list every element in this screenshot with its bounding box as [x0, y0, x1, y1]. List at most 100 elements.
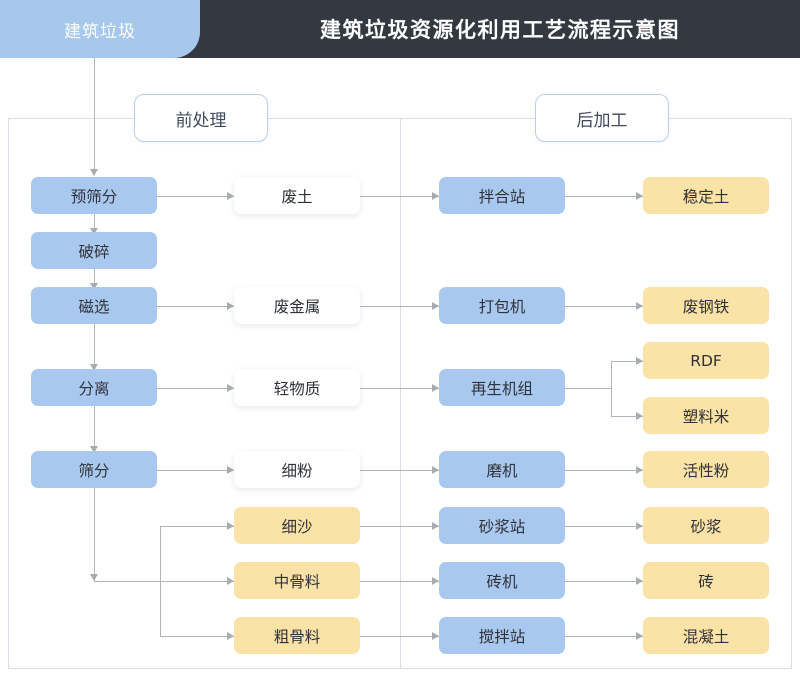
connector-bracket-to-rdf — [611, 361, 643, 362]
connector-screen-aggregate-arrow — [90, 574, 98, 581]
node-fine-sand-label: 细沙 — [281, 517, 313, 536]
node-concrete[interactable]: 混凝土 — [643, 617, 769, 654]
connector-bracket-to-coarse-agg — [160, 636, 234, 637]
arrow-light-mat — [227, 384, 234, 392]
node-light-material[interactable]: 轻物质 — [234, 369, 360, 406]
connector-magnetic-wastemetal — [157, 306, 234, 307]
node-mortar[interactable]: 砂浆 — [643, 507, 769, 544]
connector-screen-finepowder — [157, 470, 234, 471]
connector-wastesoil-mixingplant — [360, 196, 439, 197]
arrow-waste-soil — [227, 192, 234, 200]
node-magnetic-separation-label: 磁选 — [78, 297, 110, 316]
node-mill[interactable]: 磨机 — [439, 451, 565, 488]
arrow-fine-powder — [227, 466, 234, 474]
node-stabilized-soil[interactable]: 稳定土 — [643, 177, 769, 214]
arrow-stabilized-soil — [636, 192, 643, 200]
arrow-waste-metal — [227, 302, 234, 310]
header-bar: 建筑垃圾 建筑垃圾资源化利用工艺流程示意图 — [0, 0, 800, 58]
connector-prescreen-crush-line — [94, 214, 95, 230]
arrow-concrete — [636, 632, 643, 640]
node-mortar-station-label: 砂浆站 — [478, 517, 526, 536]
node-separation[interactable]: 分离 — [31, 369, 157, 406]
connector-finepowder-mill — [360, 470, 439, 471]
connector-separate-screen-arrow — [90, 446, 98, 453]
connector-magnetic-separate-arrow — [90, 364, 98, 371]
stage-chip-pretreatment: 前处理 — [134, 94, 268, 142]
connector-mixingplant-stabilizedsoil — [565, 196, 643, 197]
page-title: 建筑垃圾资源化利用工艺流程示意图 — [320, 18, 680, 42]
arrow-mixing-plant — [432, 192, 439, 200]
node-waste-metal-label: 废金属 — [273, 297, 321, 316]
node-waste-soil-label: 废土 — [281, 187, 313, 206]
node-crush[interactable]: 破碎 — [31, 232, 157, 269]
stage-chip-postprocessing-label: 后加工 — [576, 110, 628, 131]
node-pre-screen[interactable]: 预筛分 — [31, 177, 157, 214]
arrow-baler — [432, 302, 439, 310]
node-active-powder[interactable]: 活性粉 — [643, 451, 769, 488]
node-rdf-label: RDF — [690, 351, 722, 370]
node-brick-machine[interactable]: 砖机 — [439, 562, 565, 599]
connector-screen-aggregate-line — [94, 488, 95, 581]
connector-crush-magnetic-arrow — [90, 283, 98, 290]
node-light-material-label: 轻物质 — [273, 379, 321, 398]
node-waste-soil[interactable]: 废土 — [234, 177, 360, 214]
arrow-batch-plant — [432, 632, 439, 640]
node-plastic-pellet[interactable]: 塑料米 — [643, 397, 769, 434]
node-concrete-label: 混凝土 — [682, 627, 730, 646]
node-regeneration-unit[interactable]: 再生机组 — [439, 369, 565, 406]
node-coarse-aggregate-label: 粗骨料 — [273, 627, 321, 646]
arrow-mid-agg — [227, 577, 234, 585]
connector-batchplant-concrete — [565, 636, 643, 637]
node-mixing-plant[interactable]: 拌合站 — [439, 177, 565, 214]
node-active-powder-label: 活性粉 — [682, 461, 730, 480]
arrow-scrap-steel — [636, 302, 643, 310]
node-mortar-label: 砂浆 — [690, 517, 722, 536]
arrow-coarse-agg — [227, 632, 234, 640]
node-fine-sand[interactable]: 细沙 — [234, 507, 360, 544]
node-mid-aggregate[interactable]: 中骨料 — [234, 562, 360, 599]
connector-prescreen-crush-arrow — [90, 228, 98, 235]
node-screening[interactable]: 筛分 — [31, 451, 157, 488]
node-screening-label: 筛分 — [78, 461, 110, 480]
node-brick-label: 砖 — [698, 572, 714, 591]
arrow-rdf — [636, 357, 643, 365]
arrow-regen-unit — [432, 384, 439, 392]
node-brick[interactable]: 砖 — [643, 562, 769, 599]
node-fine-powder-label: 细粉 — [281, 461, 313, 480]
node-baler[interactable]: 打包机 — [439, 287, 565, 324]
connector-finesand-mortarstation — [360, 526, 439, 527]
node-baler-label: 打包机 — [478, 297, 526, 316]
connector-aggregate-bracket-vertical — [160, 526, 161, 637]
node-pre-screen-label: 预筛分 — [70, 187, 118, 206]
connector-separate-lightmat — [157, 388, 234, 389]
connector-aggregate-rail-horizontal — [94, 581, 234, 582]
stage-chip-postprocessing: 后加工 — [535, 94, 669, 142]
node-waste-metal[interactable]: 废金属 — [234, 287, 360, 324]
arrow-brick-machine — [432, 577, 439, 585]
arrow-active-powder — [636, 466, 643, 474]
node-mill-label: 磨机 — [486, 461, 518, 480]
header-tab-label: 建筑垃圾 — [64, 21, 136, 42]
connector-mill-activepowder — [565, 470, 643, 471]
arrow-fine-sand — [227, 522, 234, 530]
node-rdf[interactable]: RDF — [643, 342, 769, 379]
node-separation-label: 分离 — [78, 379, 110, 398]
node-coarse-aggregate[interactable]: 粗骨料 — [234, 617, 360, 654]
connector-mortarstation-mortar — [565, 526, 643, 527]
connector-regenunit-bracket-vertical — [611, 361, 612, 416]
node-crush-label: 破碎 — [78, 242, 110, 261]
node-mortar-station[interactable]: 砂浆站 — [439, 507, 565, 544]
node-batching-plant[interactable]: 搅拌站 — [439, 617, 565, 654]
connector-coarseagg-batchplant — [360, 636, 439, 637]
node-scrap-steel[interactable]: 废钢铁 — [643, 287, 769, 324]
section-divider-vertical — [400, 118, 401, 669]
node-mixing-plant-label: 拌合站 — [478, 187, 526, 206]
connector-prescreen-wastesoil — [157, 196, 234, 197]
connector-wastemetal-baler — [360, 306, 439, 307]
node-fine-powder[interactable]: 细粉 — [234, 451, 360, 488]
node-regeneration-unit-label: 再生机组 — [470, 379, 533, 398]
node-magnetic-separation[interactable]: 磁选 — [31, 287, 157, 324]
connector-baler-scrapsteel — [565, 306, 643, 307]
connector-magnetic-separate-line — [94, 324, 95, 366]
